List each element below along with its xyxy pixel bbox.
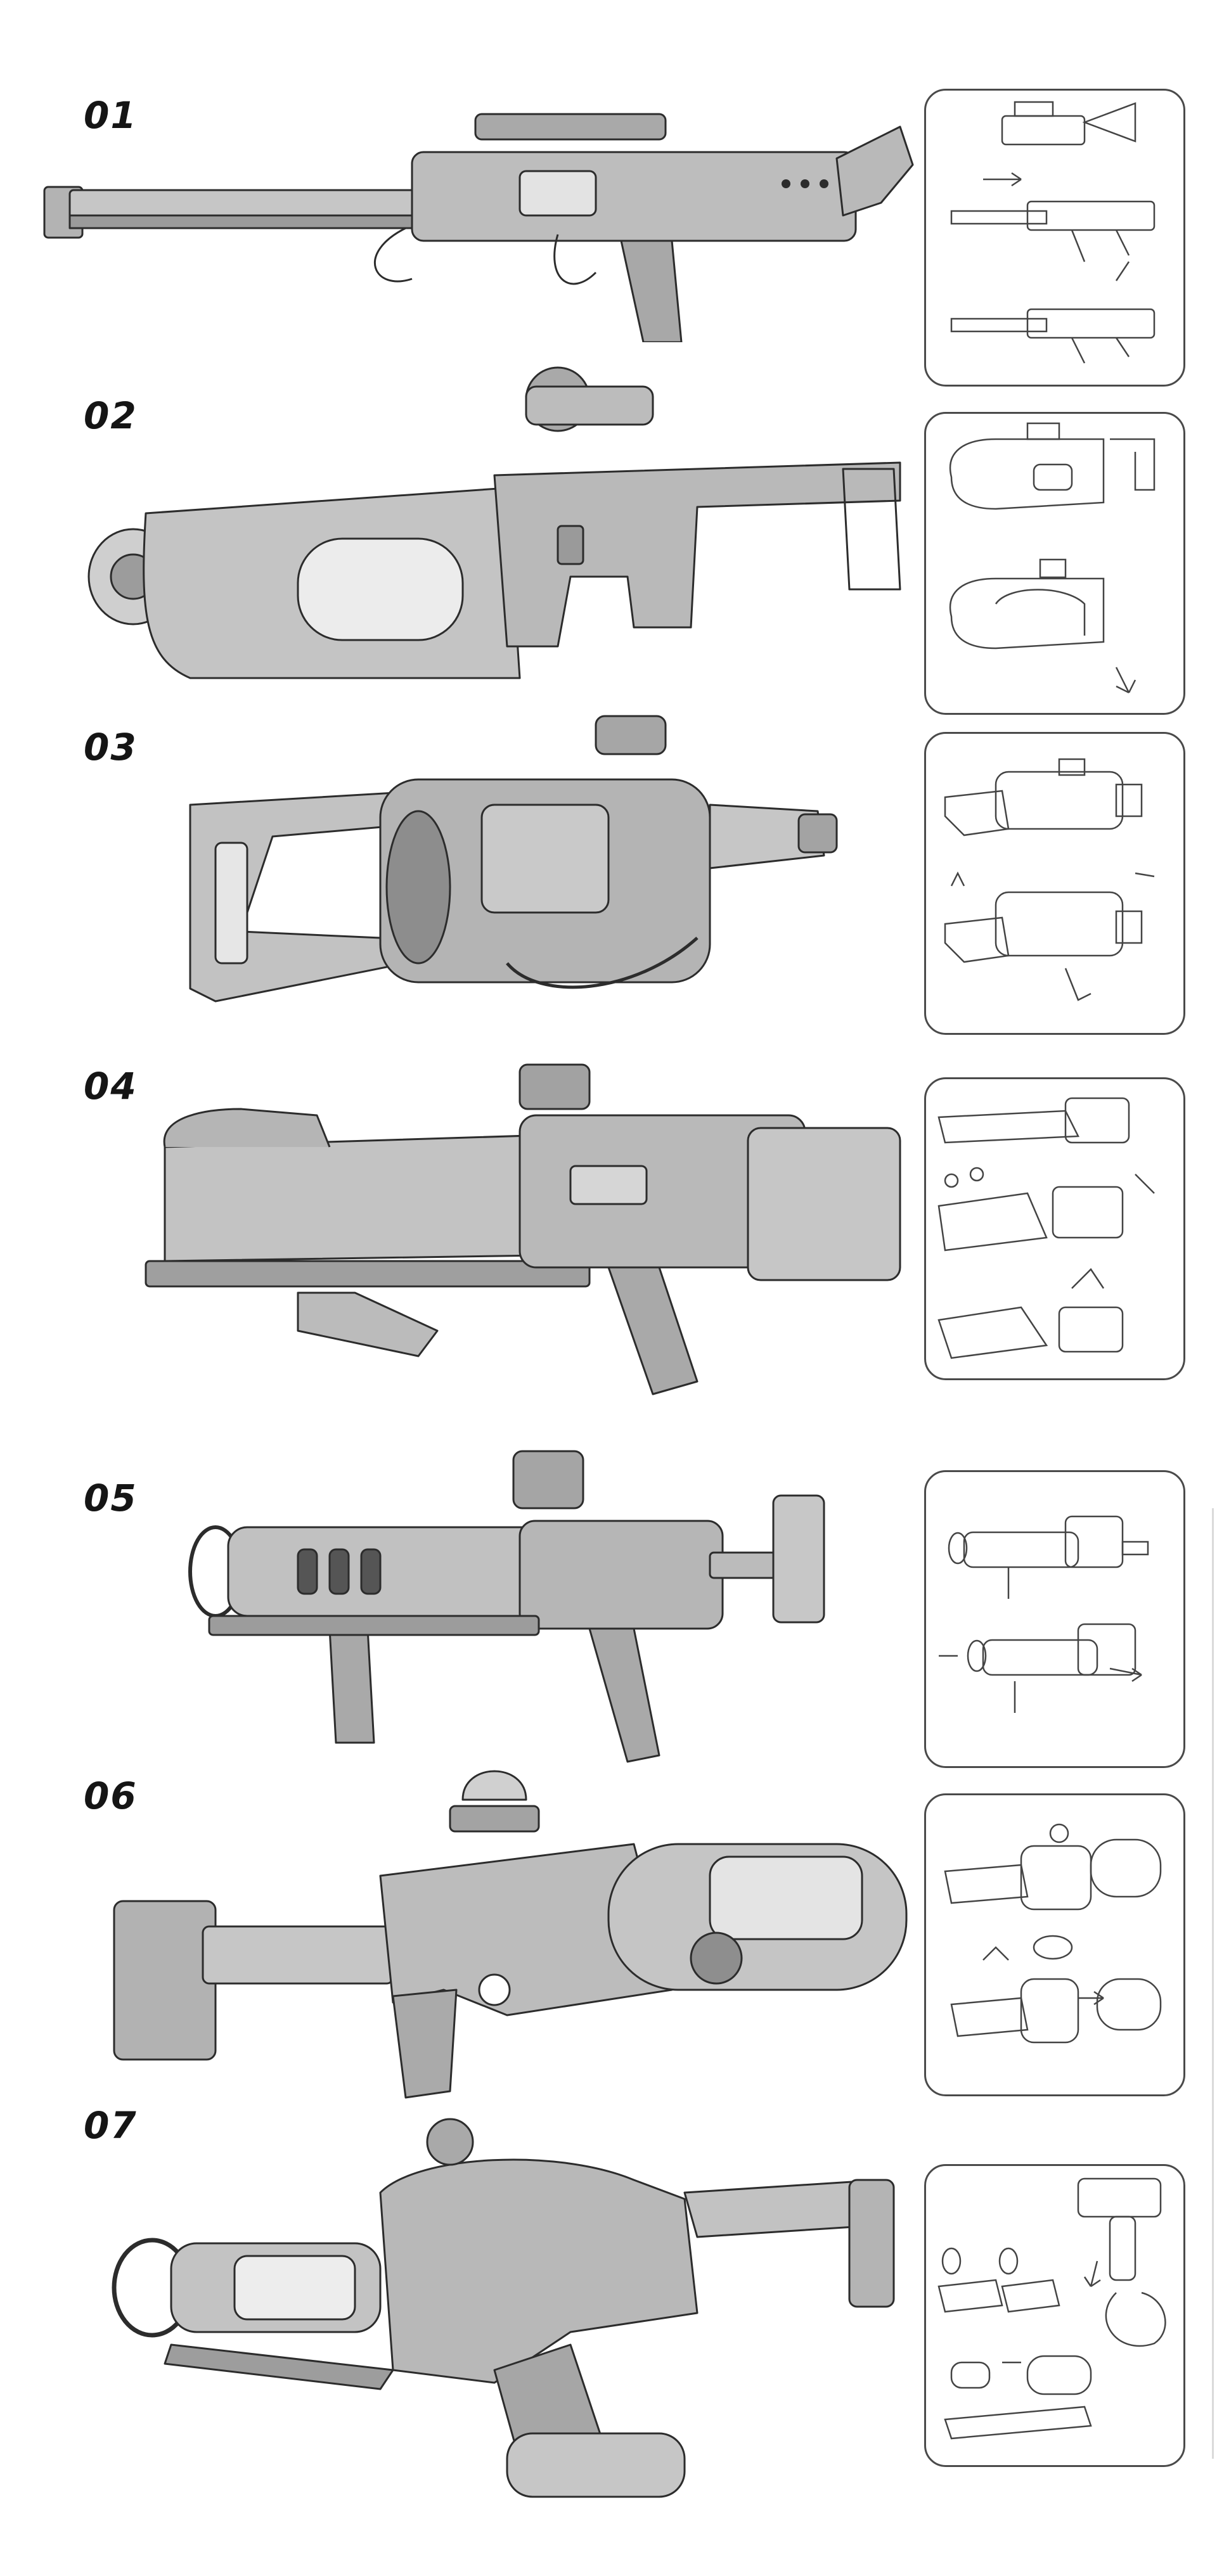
row-label-05: 05 bbox=[84, 1477, 138, 1520]
row-label-01: 01 bbox=[84, 94, 138, 137]
heavy-launcher-sketch bbox=[145, 1063, 901, 1395]
row-label-02: 02 bbox=[84, 394, 138, 437]
canister-launcher-sketch bbox=[113, 1770, 908, 2099]
reload-steps-sketch bbox=[944, 1823, 1162, 2044]
row-label-03: 03 bbox=[84, 726, 138, 769]
rotary-launcher-sketch bbox=[189, 715, 838, 1003]
row-label-07: 07 bbox=[84, 2104, 138, 2147]
reload-panel-03 bbox=[924, 732, 1185, 1035]
reload-panel-04 bbox=[924, 1077, 1185, 1380]
reload-steps-sketch bbox=[937, 1097, 1155, 1359]
reload-panel-05 bbox=[924, 1470, 1185, 1768]
page-edge-line bbox=[1212, 1508, 1214, 2459]
reload-steps-sketch bbox=[939, 1515, 1149, 1713]
reload-panel-02 bbox=[924, 412, 1185, 715]
row-label-06: 06 bbox=[84, 1774, 138, 1817]
reload-steps-sketch bbox=[937, 2177, 1166, 2440]
cage-launcher-sketch bbox=[188, 1450, 825, 1763]
row-label-04: 04 bbox=[84, 1065, 138, 1108]
reload-steps-sketch bbox=[949, 422, 1156, 694]
tank-launcher-sketch bbox=[112, 2118, 895, 2498]
reload-panel-06 bbox=[924, 1793, 1185, 2096]
long-rail-launcher-sketch bbox=[43, 113, 914, 342]
drum-launcher-sketch bbox=[87, 366, 901, 679]
reload-panel-01 bbox=[924, 89, 1185, 387]
reload-steps-sketch bbox=[950, 101, 1156, 364]
reload-panel-07 bbox=[924, 2164, 1185, 2467]
reload-steps-sketch bbox=[944, 758, 1155, 1001]
